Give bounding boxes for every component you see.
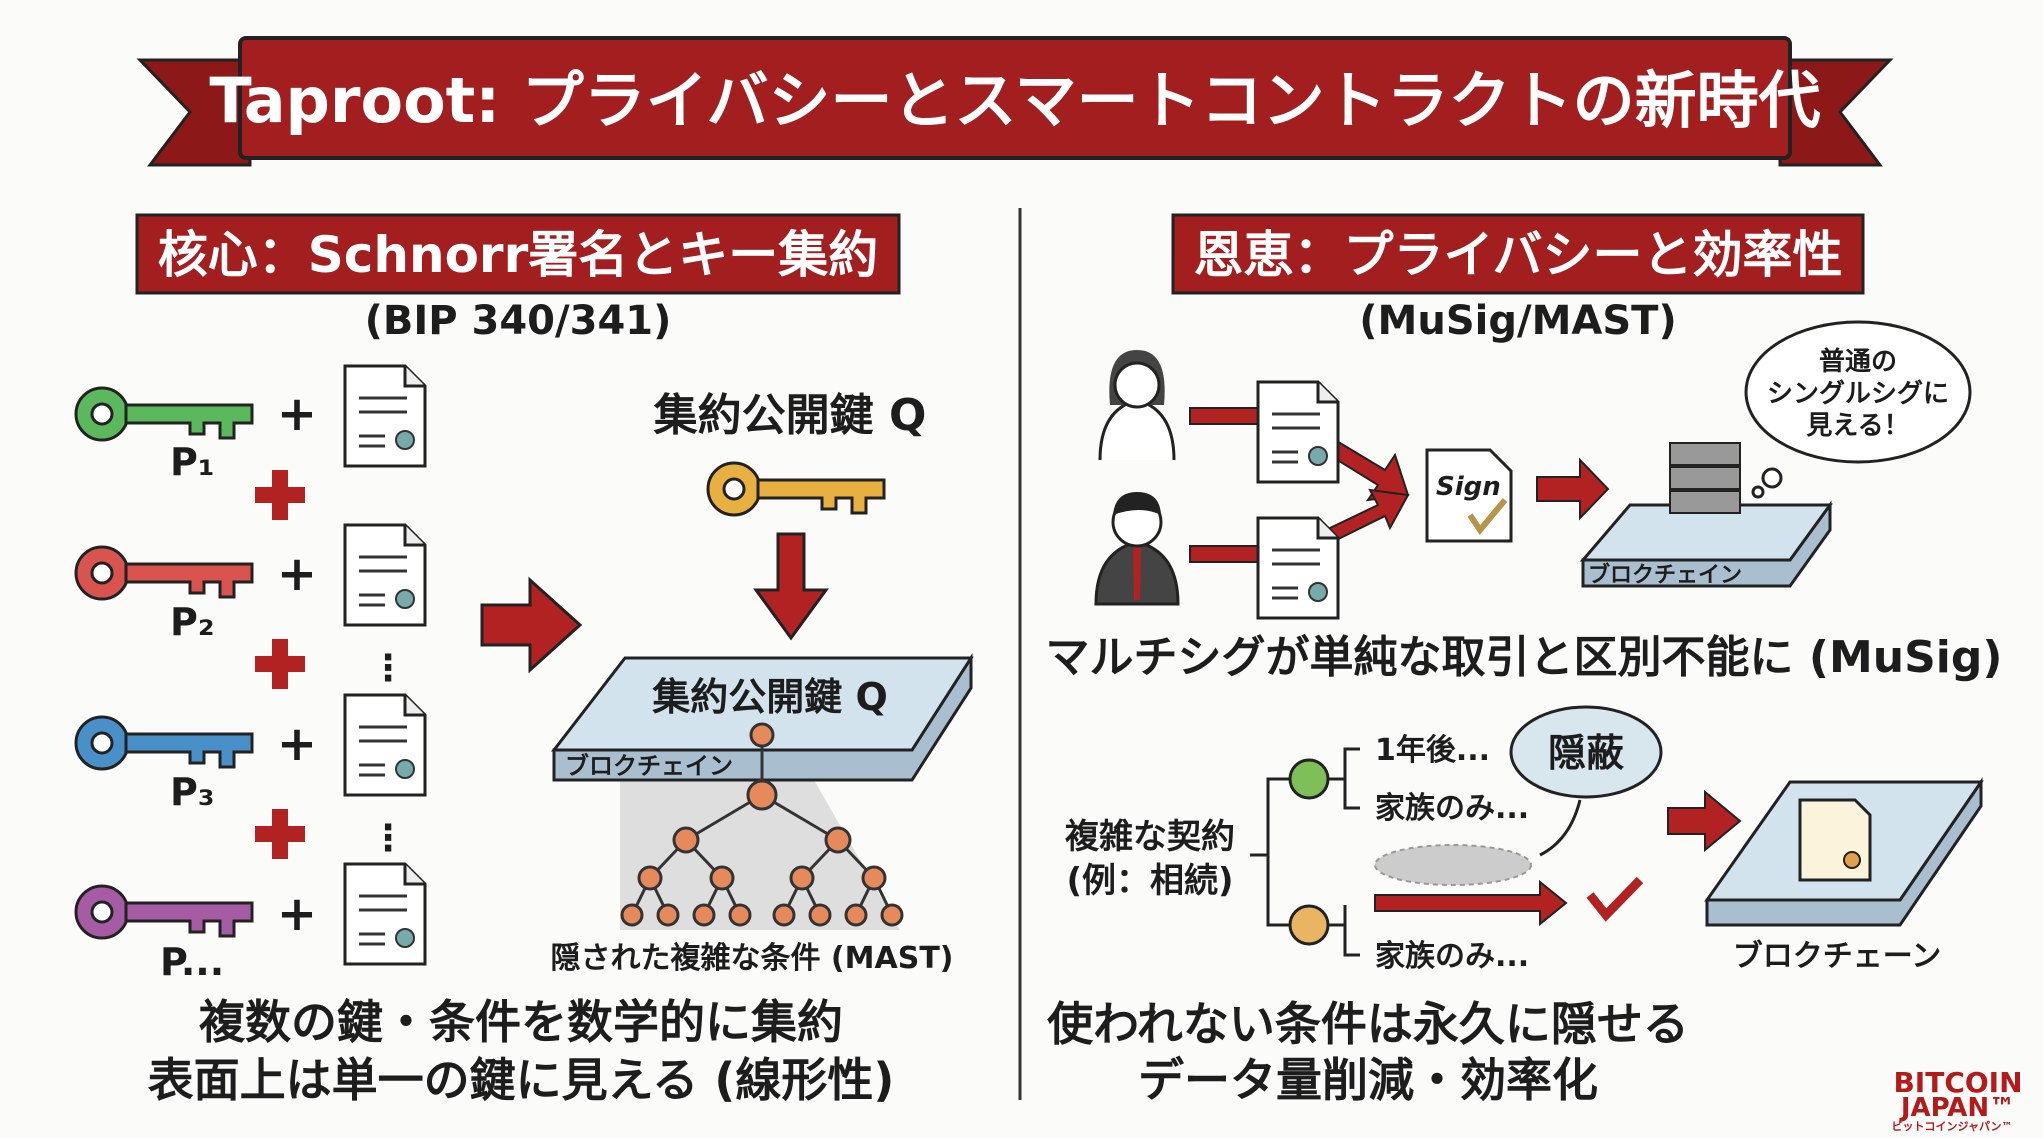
contract-tree: [1250, 747, 1360, 957]
plus-sign: +: [277, 716, 317, 772]
bitcoin-japan-logo: BITCOIN JAPAN™ ビットコインジャパン™: [1892, 1066, 2023, 1133]
plus-sign: +: [277, 546, 317, 602]
right-header: 恩恵：プライバシーと効率性 (MuSig/MAST): [1171, 213, 1865, 344]
svg-text:JAPAN™: JAPAN™: [1899, 1093, 2015, 1123]
plus-sign: +: [277, 886, 317, 942]
thought-bubble: 普通の シングルシグに 見える！: [1744, 320, 1972, 499]
svg-text:ビットコインジャパン™: ビットコインジャパン™: [1892, 1119, 2013, 1133]
document-icon: [343, 364, 427, 468]
key-icon: [74, 545, 254, 601]
svg-text:核心：Schnorr署名とキー集約: 核心：Schnorr署名とキー集約: [158, 226, 879, 284]
checkmark-icon: [1586, 876, 1644, 922]
branch-label: 家族のみ...: [1375, 939, 1529, 974]
left-summary-1: 複数の鍵・条件を数学的に集約: [199, 995, 843, 1049]
key-label: P...: [160, 940, 224, 984]
server-blockchain-icon: ブロクチェイン: [1579, 442, 1833, 588]
mast-tree: [620, 722, 904, 927]
arrow-right-icon: [1667, 789, 1742, 853]
ellipsis: ⋮: [370, 648, 406, 689]
right-subheader: (MuSig/MAST): [1359, 298, 1676, 344]
document-icon: [343, 693, 427, 797]
svg-text:Sign: Sign: [1436, 472, 1501, 502]
red-plus-icon: [255, 809, 305, 859]
svg-text:隠蔽: 隠蔽: [1548, 731, 1625, 775]
document-icon: [343, 862, 427, 966]
svg-text:恩恵：プライバシーと効率性: 恩恵：プライバシーと効率性: [1194, 226, 1843, 284]
red-plus-icon: [255, 470, 305, 520]
document-icon: [343, 523, 427, 627]
arrow-right-icon: [1374, 879, 1568, 927]
musig-caption: マルチシグが単純な取引と区別不能に (MuSig): [1046, 632, 2003, 683]
key-icon: [74, 715, 254, 771]
key-label: P₃: [170, 770, 215, 814]
key-label: P₂: [170, 600, 215, 644]
key-icon: [74, 884, 254, 940]
svg-text:集約公開鍵 Q: 集約公開鍵 Q: [651, 675, 888, 719]
right-summary-2: データ量削減・効率化: [1138, 1053, 1598, 1107]
title-banner: Taproot: プライバシーとスマートコントラクトの新時代: [136, 36, 1894, 167]
left-header: 核心：Schnorr署名とキー集約 (BIP 340/341): [135, 213, 901, 344]
key-icon: [74, 386, 254, 442]
ellipsis: ⋮: [370, 818, 406, 859]
blockchain-label: ブロクチェーン: [1733, 939, 1942, 974]
red-plus-icon: [255, 639, 305, 689]
svg-text:普通の: 普通の: [1819, 346, 1897, 377]
man-avatar-icon: [1094, 492, 1180, 606]
svg-text:シングルシグに: シングルシグに: [1767, 379, 1949, 409]
blockchain-document-platform: [1704, 777, 1984, 927]
page-title: Taproot: プライバシーとスマートコントラクトの新時代: [209, 64, 1820, 137]
obscured-condition-cloud: [1374, 844, 1532, 886]
mast-caption: 隠された複雑な条件 (MAST): [550, 941, 953, 976]
aggregate-key-label: 集約公開鍵 Q: [653, 390, 927, 441]
left-subheader: (BIP 340/341): [365, 298, 672, 344]
signature-flow: [1189, 407, 1610, 563]
contract-label: (例：相続): [1066, 861, 1233, 901]
hidden-cloud: 隠蔽: [1509, 705, 1663, 857]
branch-label: 家族のみ...: [1375, 791, 1529, 826]
svg-text:見える！: 見える！: [1806, 411, 1909, 441]
arrow-right-icon: [480, 576, 583, 674]
signed-document-icon: [1256, 516, 1340, 620]
contract-label: 複雑な契約: [1065, 817, 1235, 857]
arrow-down-icon: [753, 532, 829, 641]
key-label: P₁: [170, 440, 215, 484]
woman-avatar-icon: [1098, 350, 1176, 461]
key-list: P₁ P₂ P₃ P... + + + + ⋮ ⋮: [74, 364, 427, 984]
plus-sign: +: [277, 386, 317, 442]
gold-key-icon: [706, 461, 886, 517]
signed-document-icon: [1256, 380, 1340, 484]
combined-signature-icon: Sign: [1425, 448, 1513, 543]
branch-label: 1年後...: [1375, 733, 1490, 768]
svg-text:BITCOIN: BITCOIN: [1893, 1066, 2022, 1099]
right-summary-1: 使われない条件は永久に隠せる: [1047, 997, 1689, 1051]
svg-text:ブロクチェイン: ブロクチェイン: [565, 752, 733, 780]
svg-text:ブロクチェイン: ブロクチェイン: [1588, 562, 1742, 588]
left-summary-2: 表面上は単一の鍵に見える (線形性): [148, 1053, 895, 1107]
